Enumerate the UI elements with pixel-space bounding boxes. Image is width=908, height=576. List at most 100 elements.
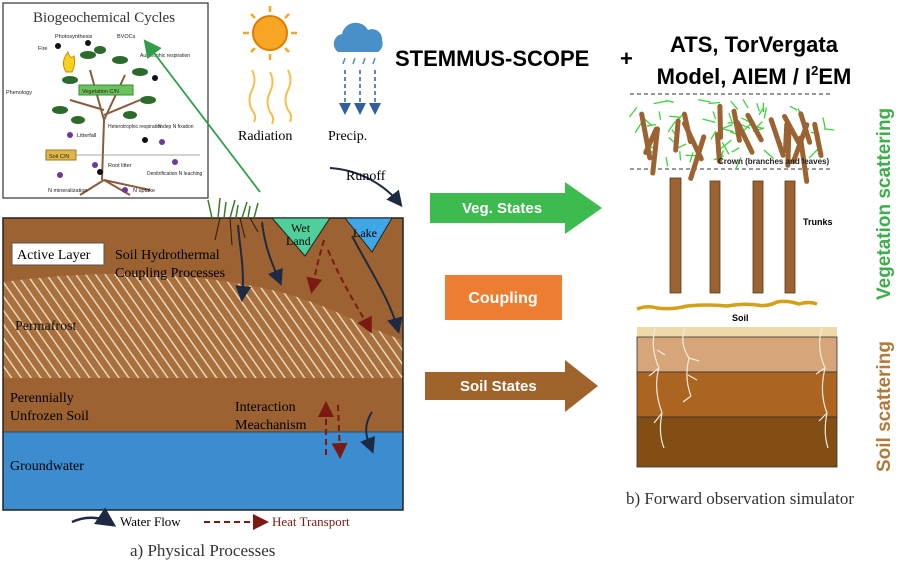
groundwater-label: Groundwater (10, 459, 84, 474)
unfrozen-soil-region (3, 378, 403, 432)
leaf (689, 152, 694, 163)
leaf (667, 121, 676, 133)
leaf (634, 122, 643, 134)
coupling-box: Coupling (445, 275, 562, 320)
ats-title-line-1: ATS, TorVergata (670, 32, 839, 57)
leaf (712, 111, 717, 120)
biogeochemical-cycles-inset: Biogeochemical Cycles Photosynthesis BVO… (2, 2, 209, 199)
soil-states-arrow: Soil States (425, 360, 598, 412)
leaf (628, 106, 638, 118)
leaf (665, 99, 674, 103)
leaf (708, 101, 721, 105)
n-uptake-label: N uptake (133, 188, 155, 194)
branch (781, 113, 801, 145)
branch (717, 103, 724, 140)
forward-simulator-panel: Crown (branches and leaves) Trunks Soil … (626, 93, 895, 508)
leaf (742, 99, 749, 109)
leaf (697, 99, 711, 103)
leaf (758, 106, 765, 116)
rain-cloud-icon (333, 22, 383, 115)
autotrophic-label: Autotrophic respiration (140, 53, 190, 59)
soil-scattering-label: Soil scattering (874, 341, 895, 472)
leaf (710, 130, 717, 140)
wetland (270, 217, 331, 257)
branch (650, 126, 660, 176)
roots-icon (214, 217, 259, 246)
branch (768, 117, 786, 158)
physical-caption: a) Physical Processes (130, 541, 275, 560)
branch (798, 111, 813, 145)
leaf (665, 157, 669, 167)
grass-icon (207, 197, 259, 219)
branch (714, 132, 722, 164)
leaf (679, 150, 682, 161)
leaf (808, 149, 818, 159)
radiation-label: Radiation (238, 129, 292, 144)
vegetation-cn-label: Vegetation C/N (82, 89, 119, 95)
water-flow-legend-icon (71, 507, 117, 527)
leaf (658, 111, 662, 120)
trunks-icon (669, 177, 796, 294)
leaf (702, 118, 716, 123)
tree-icon (52, 46, 156, 196)
branch (639, 111, 653, 161)
roots-icon (648, 327, 829, 449)
branch (688, 134, 707, 181)
soil-states-label: Soil States (460, 378, 537, 395)
runoff-label: Runoff (346, 169, 386, 184)
leaf (823, 128, 835, 131)
soil-layer-4 (636, 416, 838, 468)
vegetation-scattering-label: Vegetation scattering (874, 108, 895, 300)
leaf (644, 118, 653, 127)
branch (673, 118, 681, 153)
bvocs-label: BVOCs (117, 34, 136, 40)
soil-layer-2 (636, 336, 838, 373)
permafrost-label: Permafrost (15, 319, 77, 334)
crown-label: Crown (branches and leaves) (718, 157, 829, 166)
fire-label: Fire (38, 46, 47, 52)
root-litter-label: Root litter (108, 163, 132, 169)
leaf (789, 105, 798, 111)
leaf (721, 142, 730, 155)
stemmus-scope-title: STEMMUS-SCOPE (395, 46, 589, 71)
soil-layer-1 (637, 327, 837, 337)
fire-icon (62, 50, 76, 73)
leaf (653, 100, 668, 105)
veg-states-label: Veg. States (462, 200, 542, 217)
leaf (720, 139, 732, 150)
coupling-label: Coupling (468, 290, 537, 307)
leaf (763, 149, 775, 160)
active-layer-label: Active Layer (17, 248, 91, 263)
permafrost-region (3, 273, 403, 378)
unfrozen-label-2: Unfrozen Soil (10, 409, 89, 424)
branch (735, 120, 755, 155)
branch (785, 127, 792, 168)
ats-title-line-2: Model, AIEM / I2EM (657, 63, 852, 89)
active-layer-label-box (11, 242, 105, 266)
lake (343, 217, 393, 253)
coupling-processes-label-1: Soil Hydrothermal (115, 248, 220, 263)
inset-title: Biogeochemical Cycles (33, 10, 175, 26)
coupling-processes-label-2: Coupling Processes (115, 266, 225, 281)
n-mineralization-label: N mineralization (48, 188, 87, 194)
plus-sign: + (620, 46, 633, 71)
ndep-label: N dep N fixation (158, 124, 194, 130)
phenology-label: Phenology (6, 90, 32, 96)
heterotrophic-label: Heterotrophic respiration (108, 124, 163, 130)
branch (782, 122, 790, 154)
soil-cn-label: Soil C/N (49, 154, 69, 160)
leaf (822, 117, 826, 129)
water-flow-legend-label: Water Flow (120, 514, 181, 529)
leaf (731, 147, 740, 153)
unfrozen-label-1: Perennially (10, 391, 74, 406)
wetland-label-1: Wet (291, 221, 311, 235)
interaction-label-2: Meachanism (235, 418, 307, 433)
heat-transport-legend-label: Heat Transport (272, 514, 350, 529)
branch (812, 121, 824, 158)
precip-label: Precip. (328, 129, 367, 144)
leaf (669, 115, 681, 118)
leaf (756, 102, 761, 112)
leaf (763, 107, 768, 119)
